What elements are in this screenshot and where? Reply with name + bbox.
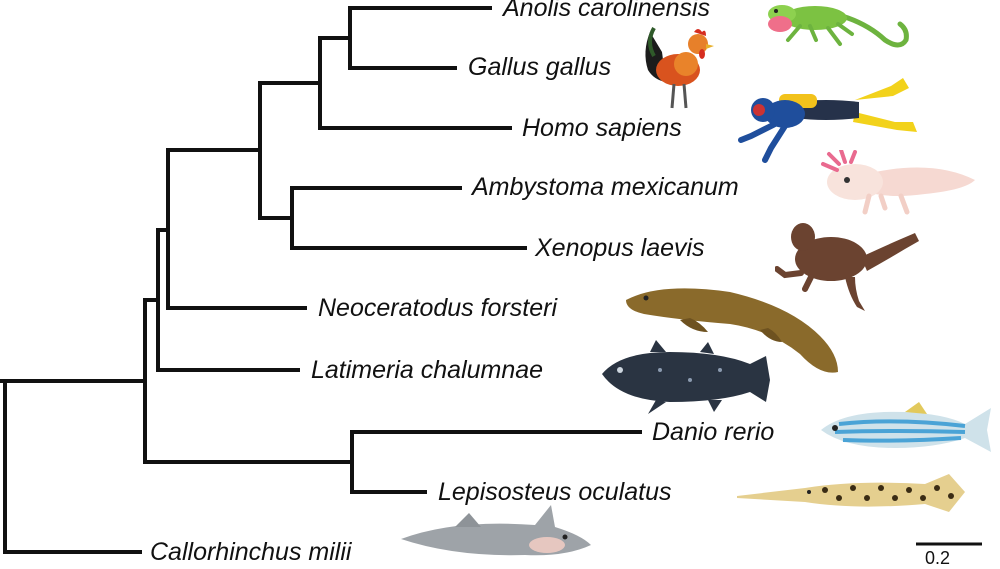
taxon-label: Xenopus laevis	[535, 234, 705, 262]
taxon-label: Danio rerio	[652, 418, 775, 446]
frog-icon	[775, 223, 919, 311]
chimaera-icon	[401, 505, 591, 556]
taxon-label: Latimeria chalumnae	[311, 356, 544, 384]
tree-branches	[0, 6, 642, 554]
taxon-label: Neoceratodus forsteri	[318, 294, 558, 322]
taxon-label: Gallus gallus	[468, 53, 612, 81]
taxon-label: Lepisosteus oculatus	[438, 478, 672, 506]
taxon-label: Ambystoma mexicanum	[472, 173, 739, 201]
diver-icon	[738, 78, 917, 163]
gar-icon	[737, 474, 965, 512]
scale-bar-label: 0.2	[925, 548, 951, 568]
rooster-icon	[645, 27, 714, 109]
coelacanth-icon	[602, 340, 770, 414]
taxon-label: Callorhinchus milii	[150, 538, 352, 566]
lungfish-icon	[626, 288, 838, 373]
taxon-label: Anolis carolinensis	[503, 0, 711, 22]
taxon-label: Homo sapiens	[522, 114, 682, 142]
axolotl-icon	[821, 150, 975, 215]
lizard-icon	[768, 5, 909, 48]
zebrafish-icon	[821, 402, 991, 452]
